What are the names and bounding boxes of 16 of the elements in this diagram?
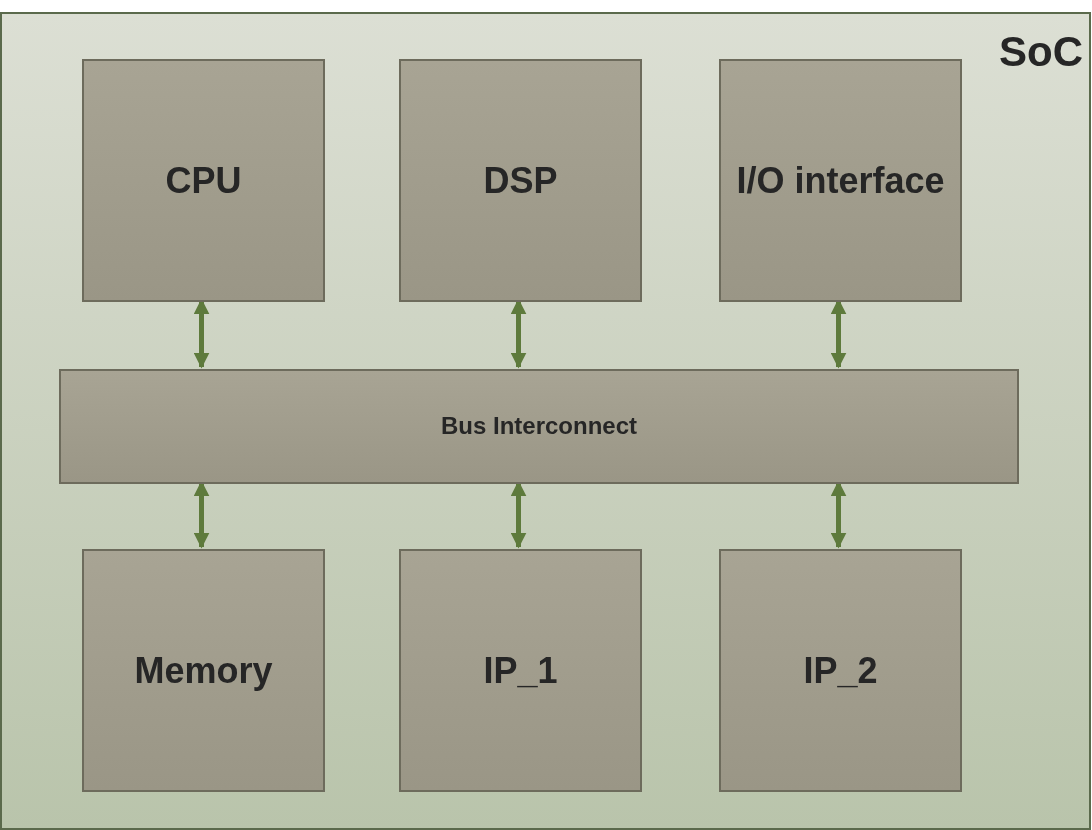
soc-container	[0, 12, 1091, 830]
block-label: I/O interface	[735, 158, 946, 203]
block-label: DSP	[482, 158, 559, 203]
block-label: Bus Interconnect	[440, 412, 638, 441]
block-box	[82, 59, 325, 302]
block-box	[719, 59, 962, 302]
block-box	[399, 549, 642, 792]
block-label: IP_1	[482, 648, 559, 693]
block-label: IP_2	[802, 648, 879, 693]
container-title: SoC	[999, 28, 1083, 76]
bus-bar	[59, 369, 1019, 484]
block-box	[719, 549, 962, 792]
block-box	[82, 549, 325, 792]
block-label: CPU	[164, 158, 243, 203]
block-box	[399, 59, 642, 302]
block-label: Memory	[133, 648, 274, 693]
